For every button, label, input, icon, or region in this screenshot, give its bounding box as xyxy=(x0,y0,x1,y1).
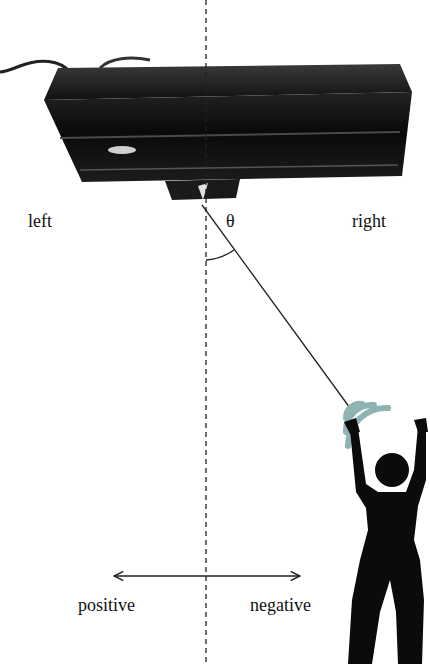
angle-symbol: θ xyxy=(226,212,235,232)
side-label: right xyxy=(352,212,386,232)
person-silhouette xyxy=(344,418,428,664)
center-axis xyxy=(205,0,206,664)
sign-label: negative xyxy=(250,596,311,616)
sound-direction-line xyxy=(202,205,350,408)
direction-arrow xyxy=(114,575,300,576)
sensor-stand xyxy=(165,179,240,200)
sensor-led xyxy=(108,146,136,154)
sensor-front xyxy=(44,92,412,182)
sensor-highlight xyxy=(80,165,398,170)
side-label: left xyxy=(28,212,52,232)
sign-label: positive xyxy=(78,596,135,616)
sensor-cable xyxy=(100,58,150,68)
sensor-highlight xyxy=(60,132,400,138)
angle-arc xyxy=(206,250,234,260)
